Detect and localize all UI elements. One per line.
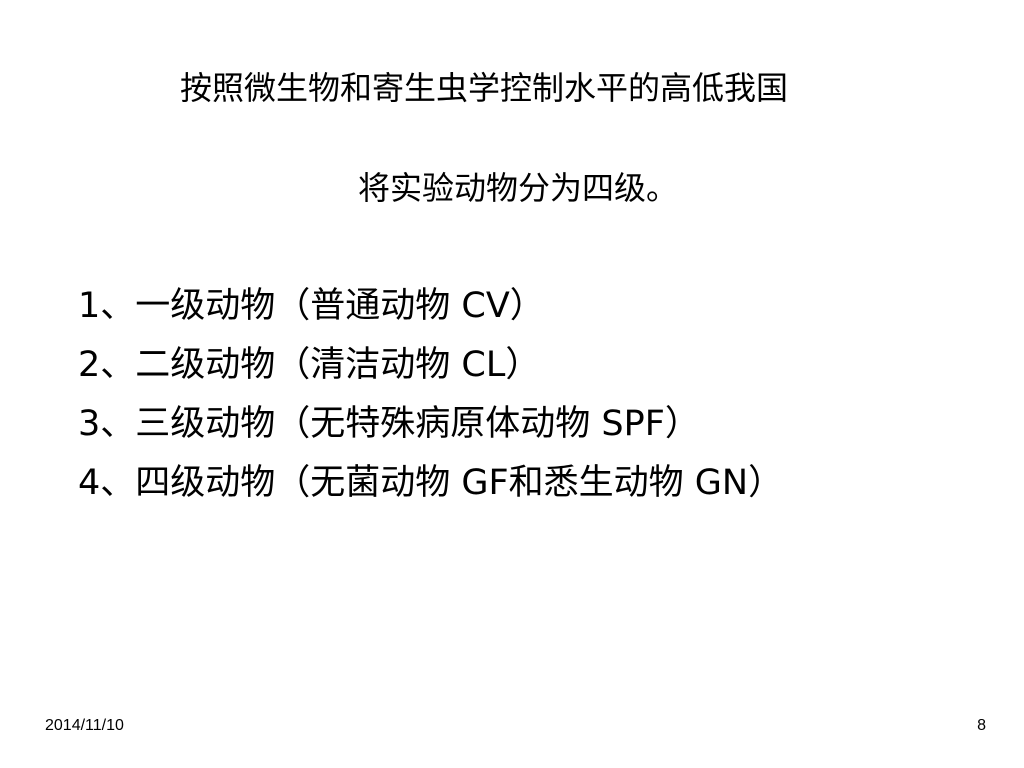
animal-level-3: 3、三级动物（无特殊病原体动物 SPF） [78, 402, 898, 447]
animal-level-list: 1、一级动物（普通动物 CV） 2、二级动物（清洁动物 CL） 3、三级动物（无… [78, 284, 898, 520]
animal-level-2-text: 2、二级动物（清洁动物 CL） [78, 345, 541, 385]
intro-line-1: 按照微生物和寄生虫学控制水平的高低我国 [180, 69, 789, 107]
animal-level-2: 2、二级动物（清洁动物 CL） [78, 343, 898, 388]
page-number: 8 [977, 717, 986, 734]
animal-level-1: 1、一级动物（普通动物 CV） [78, 284, 898, 329]
animal-level-4: 4、四级动物（无菌动物 GF和悉生动物 GN） [78, 461, 898, 506]
animal-level-4-text: 4、四级动物（无菌动物 GF和悉生动物 GN） [78, 463, 784, 503]
intro-line-2: 将实验动物分为四级。 [358, 169, 679, 207]
footer-date: 2014/11/10 [45, 717, 124, 734]
animal-level-3-text: 3、三级动物（无特殊病原体动物 SPF） [78, 404, 700, 444]
animal-level-1-text: 1、一级动物（普通动物 CV） [78, 286, 545, 326]
